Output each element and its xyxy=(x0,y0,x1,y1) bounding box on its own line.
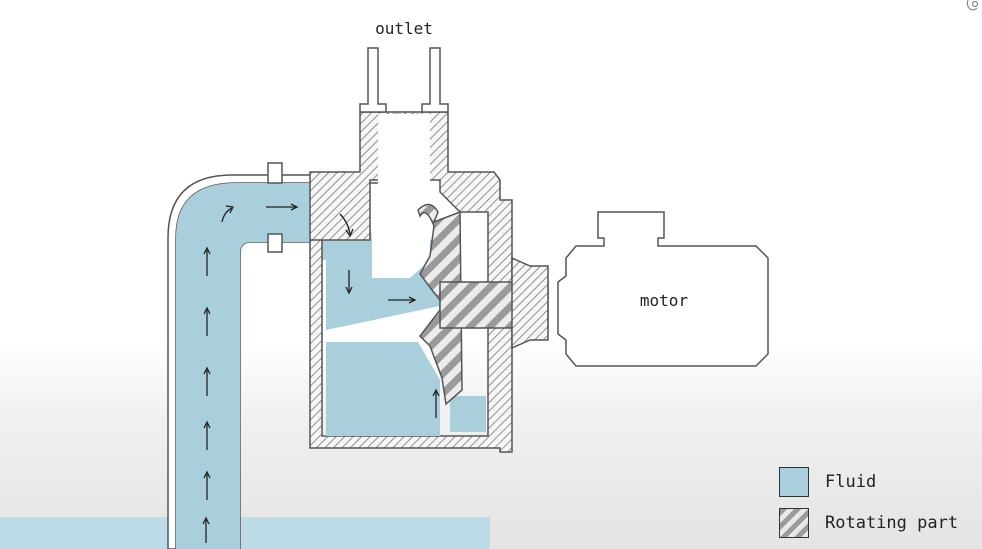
outlet-throat xyxy=(378,114,430,184)
legend-item-fluid: Fluid xyxy=(779,466,958,498)
corner-logo-icon xyxy=(966,0,979,11)
suction-pipe-inner-wall xyxy=(231,233,321,549)
pipe-flange-top xyxy=(267,162,283,184)
reservoir-water xyxy=(0,517,490,549)
fluid-swatch xyxy=(779,467,809,497)
legend: Fluid Rotating part xyxy=(779,466,958,548)
flow-arrows xyxy=(202,203,440,543)
outlet-pipe-left-wall xyxy=(359,47,387,113)
outlet-label: outlet xyxy=(375,19,433,38)
outlet-pipe-right-wall xyxy=(421,47,449,113)
upper-chamber-fluid xyxy=(326,238,448,330)
suction-fluid xyxy=(176,183,372,549)
motor-label: motor xyxy=(640,291,689,310)
coupling-flange xyxy=(511,256,549,350)
legend-item-rotating: Rotating part xyxy=(779,507,958,539)
legend-label-rotating: Rotating part xyxy=(825,513,959,533)
rotating-part-swatch xyxy=(779,508,809,538)
pump-casing xyxy=(309,111,513,453)
legend-label-fluid: Fluid xyxy=(825,472,877,492)
motor-body xyxy=(557,211,769,367)
lower-chamber-fluid xyxy=(326,342,440,436)
pipe-flange-bottom xyxy=(267,233,283,253)
bottom-fluid-strip xyxy=(450,396,486,432)
